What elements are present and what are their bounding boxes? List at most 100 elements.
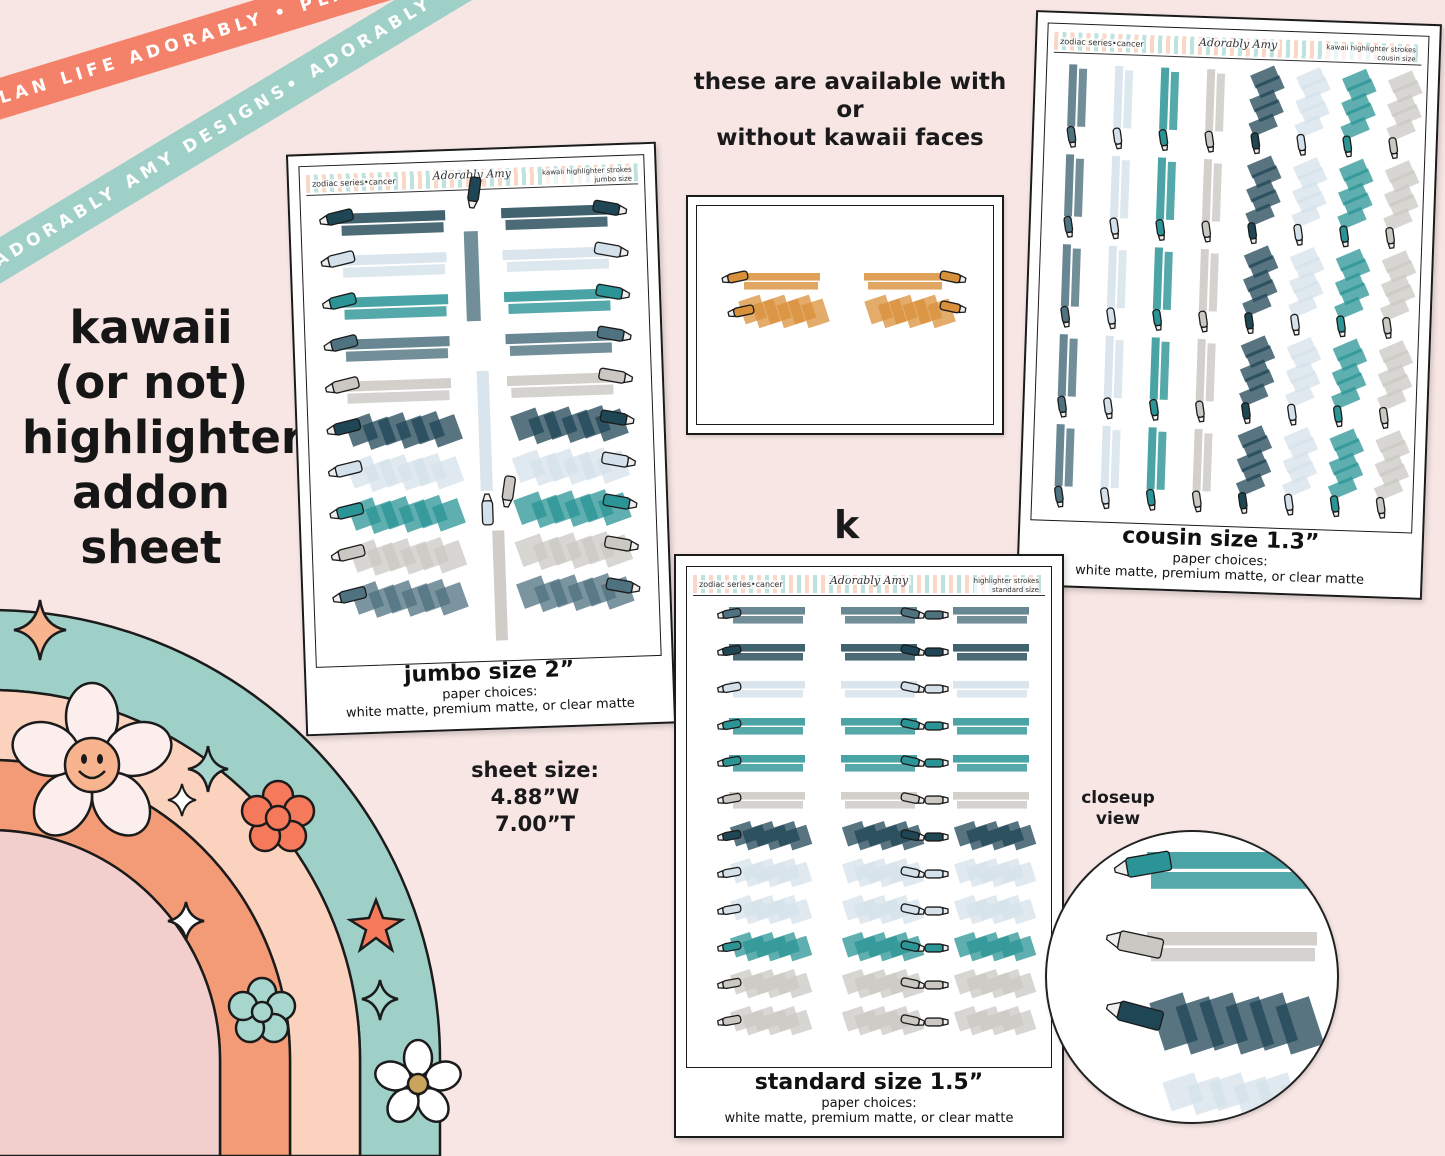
highlighter-stroke xyxy=(729,755,805,772)
highlighter-marker-icon xyxy=(1158,129,1169,152)
highlighter-stroke xyxy=(500,204,610,231)
highlighter-marker-icon xyxy=(1106,307,1117,330)
highlighter-stroke xyxy=(729,607,805,624)
highlighter-marker-icon xyxy=(1342,135,1353,158)
highlighter-stroke xyxy=(1147,852,1327,889)
cousin-highlighter-strokes xyxy=(1054,64,1423,519)
headline-line: kawaii xyxy=(69,301,233,354)
highlighter-marker-icon xyxy=(1195,400,1205,423)
highlighter-marker-icon xyxy=(1329,495,1340,518)
highlighter-marker-icon xyxy=(1382,316,1392,340)
highlighter-marker-icon xyxy=(900,903,926,915)
highlighter-marker-icon xyxy=(321,292,357,310)
highlighter-marker-icon xyxy=(323,334,359,352)
highlighter-marker-icon xyxy=(1201,220,1212,243)
highlighter-marker-icon xyxy=(1063,215,1074,238)
highlighter-marker-icon xyxy=(324,376,360,394)
highlighter-marker-icon xyxy=(939,300,967,314)
highlighter-marker-icon xyxy=(1296,133,1307,156)
standard-highlighter-strokes xyxy=(716,607,1037,1036)
highlighter-marker-icon xyxy=(900,755,926,767)
highlighter-stroke xyxy=(841,718,917,735)
highlighter-marker-icon xyxy=(924,795,949,805)
highlighter-stroke xyxy=(841,644,917,661)
highlighter-marker-icon xyxy=(604,535,640,552)
highlighter-marker-icon xyxy=(601,451,637,468)
highlighter-marker-icon xyxy=(1100,487,1110,510)
sparkle-star-icon xyxy=(361,979,399,1021)
highlighter-marker-icon xyxy=(924,906,949,916)
highlighter-scribble xyxy=(347,494,466,534)
highlighter-marker-icon xyxy=(1060,305,1071,328)
highlighter-marker-icon xyxy=(900,681,926,693)
highlighter-scribble xyxy=(953,858,1037,888)
highlighter-scribble xyxy=(729,969,813,999)
headline-line: highlighter xyxy=(22,411,304,464)
highlighter-scribble xyxy=(729,932,813,962)
highlighter-marker-icon xyxy=(329,502,365,520)
highlighter-marker-icon xyxy=(1385,227,1395,250)
highlighter-marker-icon xyxy=(900,644,926,656)
highlighter-stroke xyxy=(337,210,446,236)
highlighter-marker-icon xyxy=(1287,403,1297,426)
highlighter-marker-icon xyxy=(900,940,926,952)
highlighter-marker-icon xyxy=(727,304,755,318)
highlighter-marker-icon xyxy=(1145,488,1156,511)
highlighter-marker-icon xyxy=(593,241,629,258)
highlighter-marker-icon xyxy=(599,409,635,426)
highlighter-scribble xyxy=(841,821,925,851)
flower-icon xyxy=(240,779,316,853)
highlighter-marker-icon xyxy=(716,681,742,694)
closeup-label: closeup view xyxy=(1068,788,1168,830)
flower-icon xyxy=(227,976,297,1044)
highlighter-scribble xyxy=(953,821,1037,851)
highlighter-marker-icon xyxy=(900,866,926,878)
closeup-view xyxy=(1045,830,1339,1124)
closeup-label-line: closeup xyxy=(1081,788,1155,808)
cousin-sheet-preview: zodiac series•cancer Adorably Amy kawaii… xyxy=(1016,10,1442,600)
highlighter-marker-icon xyxy=(716,940,742,953)
availability-note: these are available with or without kawa… xyxy=(690,68,1010,152)
highlighter-marker-icon xyxy=(327,460,363,478)
highlighter-marker-icon xyxy=(1237,492,1248,515)
highlighter-scribble xyxy=(729,821,813,851)
highlighter-marker-icon xyxy=(602,493,638,510)
flower-icon xyxy=(374,1038,462,1123)
highlighter-marker-icon xyxy=(721,270,749,284)
headline-line: sheet xyxy=(80,521,222,574)
highlighter-marker-icon xyxy=(716,829,742,842)
highlighter-marker-icon xyxy=(605,577,641,594)
highlighter-scribble xyxy=(729,858,813,888)
note-line: these are available with xyxy=(693,69,1007,95)
highlighter-scribble xyxy=(841,969,925,999)
highlighter-scribble xyxy=(513,489,632,529)
highlighter-scribble xyxy=(953,932,1037,962)
highlighter-scribble xyxy=(864,294,956,329)
sheet-header: zodiac series•cancer Adorably Amy highli… xyxy=(693,575,1045,596)
highlighter-stroke xyxy=(841,792,917,809)
highlighter-marker-icon xyxy=(716,866,742,879)
size-label: standard size 1.5” xyxy=(754,1070,984,1095)
highlighter-marker-icon xyxy=(1198,310,1208,333)
highlighter-marker-icon xyxy=(1290,313,1300,336)
highlighter-scribble xyxy=(510,405,629,445)
highlighter-marker-icon xyxy=(318,208,354,226)
highlighter-marker-icon xyxy=(716,792,742,805)
k-letter: k xyxy=(834,503,860,547)
highlighter-marker-icon xyxy=(1244,312,1254,335)
paper-options: white matte, premium matte, or clear mat… xyxy=(724,1111,1014,1126)
highlighter-marker-icon xyxy=(716,644,742,657)
highlighter-marker-icon xyxy=(1112,127,1123,150)
note-line: or xyxy=(836,97,864,123)
highlighter-marker-icon xyxy=(900,607,926,619)
highlighter-marker-icon xyxy=(1113,850,1173,878)
highlighter-marker-icon xyxy=(924,832,949,842)
highlighter-marker-icon xyxy=(320,250,356,268)
orange-highlighter-sample xyxy=(721,270,967,329)
flower-icon xyxy=(11,681,173,837)
highlighter-marker-icon xyxy=(592,199,628,216)
highlighter-marker-icon xyxy=(1204,130,1215,153)
highlighter-marker-icon xyxy=(332,586,368,604)
highlighter-marker-icon xyxy=(1378,406,1389,429)
highlighter-stroke xyxy=(841,681,917,698)
